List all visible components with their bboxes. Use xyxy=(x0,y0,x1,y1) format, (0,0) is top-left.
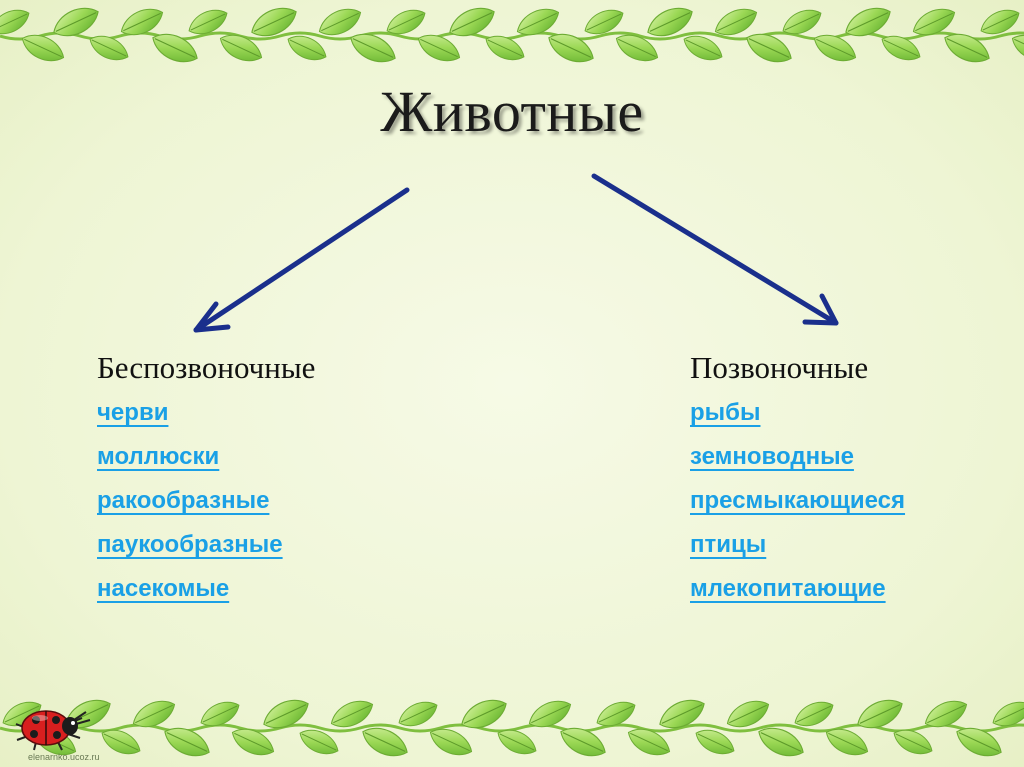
link-mammals[interactable]: млекопитающие xyxy=(690,575,886,602)
leaf-vein xyxy=(748,38,790,58)
vertebrates-column: Позвоночные рыбы земноводные пресмыкающи… xyxy=(690,350,905,612)
leaf-vein xyxy=(352,38,394,58)
leaf-vein xyxy=(685,39,721,57)
leaf-vein xyxy=(91,39,127,57)
list-item: моллюски xyxy=(97,436,315,480)
leaf-vein xyxy=(55,12,97,32)
list-item: ракообразные xyxy=(97,480,315,524)
leaf-vein xyxy=(265,704,307,724)
leaf-vein xyxy=(618,38,656,58)
leaf-vein xyxy=(519,12,557,32)
page-title: Животные xyxy=(380,79,644,144)
leaf-vein xyxy=(24,38,62,58)
list-item: птицы xyxy=(690,524,905,568)
leaf-vein xyxy=(499,733,535,751)
arrow-left xyxy=(193,187,410,333)
link-crustaceans[interactable]: ракообразные xyxy=(97,487,270,514)
leaf-shape xyxy=(0,9,30,35)
list-item: черви xyxy=(97,392,315,436)
leaf-vein xyxy=(103,733,139,751)
link-worms[interactable]: черви xyxy=(97,399,169,426)
leaf-vein xyxy=(946,38,988,58)
leaf-vine-bottom xyxy=(0,699,1024,757)
link-insects[interactable]: насекомые xyxy=(97,575,230,602)
leaf-vein xyxy=(729,704,767,724)
leaf-vein xyxy=(883,39,919,57)
leaf-vein xyxy=(661,704,703,724)
leaf-vein xyxy=(301,733,337,751)
invertebrates-column: Беспозвоночные черви моллюски ракообразн… xyxy=(97,350,315,612)
leaf-vein xyxy=(451,12,493,32)
link-reptiles[interactable]: пресмыкающиеся xyxy=(690,487,906,514)
leaf-vein xyxy=(847,12,889,32)
leaf-vein xyxy=(859,704,901,724)
leaf-vein xyxy=(432,732,470,752)
leaf-vein xyxy=(4,705,40,723)
leaf-vein xyxy=(828,732,866,752)
leaf-vein xyxy=(289,39,325,57)
leaf-vein xyxy=(253,12,295,32)
leaf-vein xyxy=(784,13,820,31)
leaf-vein xyxy=(222,38,260,58)
leaf-vein xyxy=(598,705,634,723)
leaf-vein xyxy=(895,733,931,751)
invertebrates-list: черви моллюски ракообразные паукообразны… xyxy=(97,392,315,612)
leaf-vein xyxy=(333,704,371,724)
list-item: насекомые xyxy=(97,568,315,612)
leaf-vein xyxy=(463,704,505,724)
leaf-vein xyxy=(630,732,668,752)
leaf-shape xyxy=(1023,728,1024,756)
arrow-right xyxy=(591,173,839,326)
list-item: млекопитающие xyxy=(690,568,905,612)
vertebrates-heading: Позвоночные xyxy=(690,350,869,385)
leaf-vein xyxy=(697,733,733,751)
leaf-vein xyxy=(0,13,28,31)
leaf-vein xyxy=(550,38,592,58)
leaf-vein xyxy=(234,732,272,752)
watermark: elenarnko.ucoz.ru xyxy=(28,752,100,762)
leaf-vein xyxy=(760,732,802,752)
leaf-vein xyxy=(400,705,436,723)
leaf-vein xyxy=(321,12,359,32)
leaf-vein xyxy=(364,732,406,752)
leaf-vein xyxy=(927,704,965,724)
invertebrates-heading: Беспозвоночные xyxy=(97,350,316,385)
list-item: земноводные xyxy=(690,436,905,480)
leaf-vein xyxy=(166,732,208,752)
leaf-vein xyxy=(135,704,173,724)
link-amphibians[interactable]: земноводные xyxy=(690,443,854,470)
leaf-vein xyxy=(562,732,604,752)
leaf-vine-top xyxy=(0,7,1024,63)
leaf-vein xyxy=(202,705,238,723)
leaf-vein xyxy=(388,13,424,31)
link-fish[interactable]: рыбы xyxy=(690,399,761,426)
leaf-shape xyxy=(1011,34,1024,62)
leaf-vein xyxy=(982,13,1018,31)
leaf-vein xyxy=(994,705,1024,723)
link-arachnids[interactable]: паукообразные xyxy=(97,531,283,558)
leaf-vein xyxy=(717,12,755,32)
list-item: рыбы xyxy=(690,392,905,436)
leaf-vein xyxy=(1014,38,1024,58)
ladybug-icon xyxy=(15,710,91,751)
leaf-vein xyxy=(915,12,953,32)
leaf-vein xyxy=(649,12,691,32)
link-mollusks[interactable]: моллюски xyxy=(97,443,220,470)
link-birds[interactable]: птицы xyxy=(690,531,767,558)
leaf-vein xyxy=(154,38,196,58)
leaf-vein xyxy=(531,704,569,724)
leaf-vein xyxy=(487,39,523,57)
vertebrates-list: рыбы земноводные пресмыкающиеся птицы мл… xyxy=(690,392,905,612)
leaf-vein xyxy=(958,732,1000,752)
list-item: пресмыкающиеся xyxy=(690,480,905,524)
list-item: паукообразные xyxy=(97,524,315,568)
leaf-vein xyxy=(796,705,832,723)
leaf-vein xyxy=(816,38,854,58)
leaf-vein xyxy=(123,12,161,32)
leaf-vein xyxy=(420,38,458,58)
leaf-vein xyxy=(190,13,226,31)
leaf-vein xyxy=(586,13,622,31)
